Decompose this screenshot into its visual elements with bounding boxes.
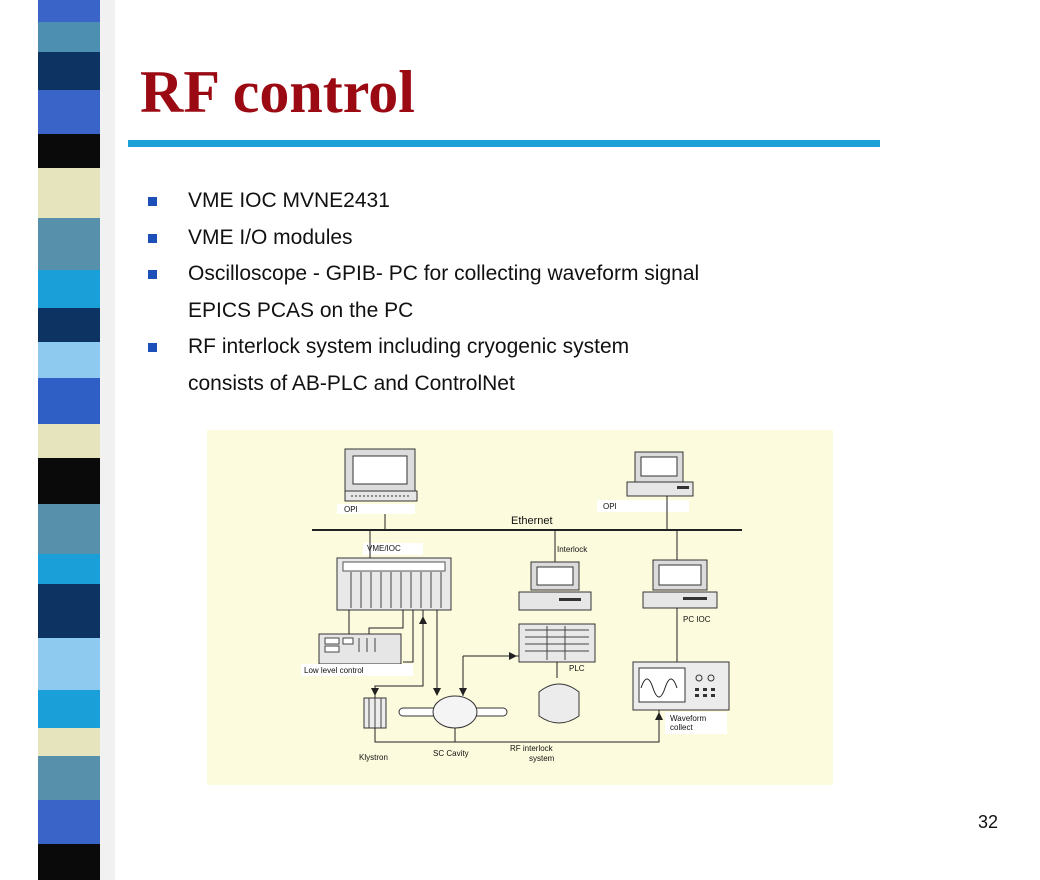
opi-right-label: OPI	[603, 502, 617, 511]
bullet-item: Oscilloscope - GPIB- PC for collecting w…	[148, 256, 699, 293]
page-number: 32	[978, 812, 999, 832]
bullet-text: VME I/O modules	[188, 225, 353, 249]
pc-ioc: PC IOC	[642, 530, 718, 662]
bullet-continuation: EPICS PCAS on the PC	[188, 298, 414, 322]
bullet-text: VME IOC MVNE2431	[188, 189, 390, 212]
waveform-label-2: collect	[670, 723, 693, 732]
bullet-square-icon	[148, 270, 157, 279]
decorative-stripe	[0, 0, 115, 880]
bullet-square-icon	[148, 197, 157, 206]
sc-cavity: SC Cavity	[398, 695, 508, 758]
opi-left-workstation: OPI	[337, 448, 418, 530]
vme-ioc-crate: VME/IOC	[336, 530, 452, 611]
vme-ioc-label: VME/IOC	[367, 544, 401, 553]
plc-rack: PLC	[518, 623, 596, 678]
bullet-square-icon	[148, 343, 157, 352]
bullet-item: RF interlock system including cryogenic …	[148, 329, 699, 366]
bullet-item: VME IOC MVNE2431	[148, 183, 699, 220]
sc-cavity-label: SC Cavity	[433, 749, 469, 758]
low-level-control-board: Low level control	[301, 633, 413, 676]
interlock-label: Interlock	[557, 545, 588, 554]
oscilloscope: Waveform collect	[632, 661, 730, 734]
waveform-label-1: Waveform	[670, 714, 706, 723]
klystron-label: Klystron	[359, 753, 388, 762]
klystron: Klystron	[359, 697, 388, 762]
arrow-heads	[371, 616, 663, 720]
low-level-control-label: Low level control	[304, 666, 364, 675]
ethernet-label: Ethernet	[511, 515, 553, 527]
opi-left-label: OPI	[344, 505, 358, 514]
bullet-square-icon	[148, 233, 157, 243]
rf-control-diagram: Ethernet OPI OPI VME/IOC	[207, 430, 833, 785]
opi-right-workstation: OPI	[597, 451, 694, 530]
stripe-blocks	[38, 0, 100, 880]
diagram-svg: Ethernet OPI OPI VME/IOC	[301, 448, 742, 763]
plc-label: PLC	[569, 664, 585, 673]
bullet-text: RF interlock system including cryogenic …	[188, 335, 630, 358]
bullet-text: Oscilloscope - GPIB- PC for collecting w…	[188, 262, 700, 285]
cryo-tank	[538, 683, 580, 724]
rf-interlock-label-1: RF interlock	[510, 744, 554, 753]
interlock-pc: Interlock	[518, 530, 592, 611]
rf-interlock-label-2: system	[529, 754, 555, 763]
slide-title: RF control	[140, 59, 415, 125]
bullet-item: VME I/O modules	[148, 220, 699, 257]
bullet-continuation: consists of AB-PLC and ControlNet	[188, 371, 515, 395]
title-underline	[128, 140, 880, 147]
pc-ioc-label: PC IOC	[683, 615, 711, 624]
